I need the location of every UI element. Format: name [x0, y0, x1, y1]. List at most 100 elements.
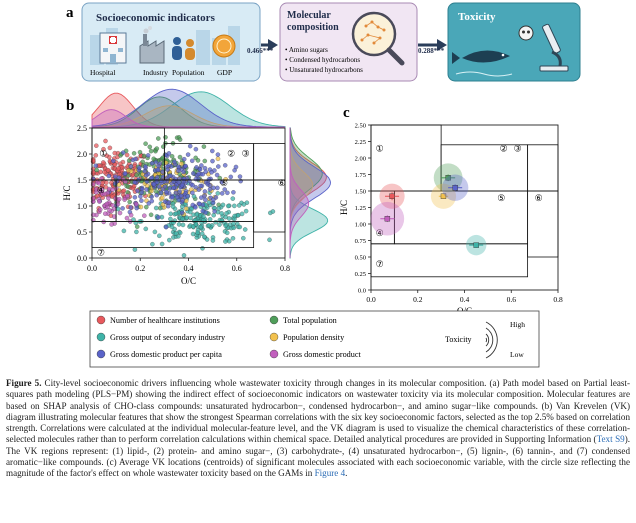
panel-b-point — [215, 156, 221, 162]
panel-c-x-tick-label: 0.4 — [460, 295, 470, 304]
fish-icon — [452, 50, 510, 64]
panel-b-point — [206, 177, 212, 182]
panel-b-point — [116, 166, 121, 171]
panel-b-region-label-4: ④ — [97, 185, 105, 195]
panel-b-point — [201, 144, 207, 149]
panel-b-point — [226, 203, 231, 209]
toxicity-high-label: High — [510, 320, 525, 329]
panel-b-point — [152, 229, 158, 235]
panel-b-point — [188, 209, 193, 215]
toxicity-size-icon — [485, 321, 498, 359]
panel-b-x-tick-label: 0.0 — [87, 264, 97, 273]
panel-c-region-label-1: ① — [376, 143, 384, 153]
panel-b-point — [149, 194, 154, 200]
panel-c-centroid-marker — [452, 184, 458, 191]
toxicity-title: Toxicity — [458, 11, 496, 23]
panel-c-region-label-6: ⑥ — [535, 193, 543, 203]
panel-b-point — [210, 158, 215, 164]
panel-b-point — [166, 203, 171, 209]
panel-b-point — [156, 215, 161, 220]
legend-swatch-4 — [269, 332, 279, 342]
panel-b-point — [171, 185, 176, 191]
caption-text-3: . — [345, 468, 348, 479]
panel-b-point — [116, 175, 122, 180]
panel-b-point — [215, 152, 221, 157]
panel-b-point — [198, 183, 203, 189]
panel-b-point — [145, 153, 151, 158]
panel-b-point — [200, 208, 206, 214]
panel-b-point — [104, 201, 110, 207]
magnifier-icon — [351, 11, 405, 66]
panel-b-point — [126, 184, 131, 190]
caption-figure-label: Figure 5. — [6, 378, 42, 388]
panel-b-point — [157, 233, 162, 239]
panel-c-y-tick-label: 1.25 — [355, 205, 366, 212]
panel-b-point — [159, 241, 165, 247]
panel-c-x-tick-label: 0.8 — [553, 295, 563, 304]
panel-c-region-label-3: ③ — [514, 143, 522, 153]
panel-b-point — [112, 150, 118, 156]
factory-icon — [139, 26, 165, 64]
panel-b-point — [148, 212, 154, 218]
panel-c-y-tick-label: 0.25 — [355, 271, 366, 278]
panel-b-region-label-3: ③ — [242, 149, 250, 159]
panel-b-point — [181, 169, 186, 175]
panel-b-point — [128, 169, 134, 174]
panel-b-point — [156, 136, 161, 141]
caption-link-figure-4[interactable]: Figure 4 — [314, 468, 346, 479]
panel-b-point — [226, 216, 232, 221]
panel-b-top-density-curve — [91, 109, 285, 128]
panel-b-point — [148, 148, 154, 154]
legend-swatch-2 — [269, 315, 279, 325]
toxicity-low-label: Low — [510, 350, 524, 359]
legend-swatch-3 — [96, 332, 106, 342]
panel-b-point — [110, 187, 115, 192]
panel-b-point — [198, 224, 204, 230]
panel-c-label: c — [343, 105, 350, 121]
panel-b-point — [219, 191, 225, 196]
panel-b-point — [143, 141, 148, 146]
panel-b-point — [193, 185, 199, 190]
panel-b-y-tick-label: 0.5 — [77, 228, 87, 237]
panel-b-point — [179, 182, 185, 188]
panel-b-point — [159, 178, 164, 183]
figure-canvas: a Socioeconomic indicators — [62, 2, 581, 368]
toxicity-legend-label: Toxicity — [445, 335, 472, 344]
panel-c-region-label-2: ② — [500, 143, 508, 153]
panel-b-region-label-7: ⑦ — [97, 247, 105, 257]
path-coef-2: 0.288*** — [418, 47, 445, 55]
panel-b-point — [134, 201, 139, 207]
panel-b-point — [224, 211, 229, 216]
legend-label-4: Population density — [283, 333, 345, 342]
panel-b-point — [127, 199, 132, 205]
panel-b-point — [231, 225, 237, 231]
panel-b-point — [210, 148, 215, 154]
panel-b-point — [137, 149, 143, 155]
panel-b-x-tick-label: 0.8 — [280, 264, 290, 273]
panel-b-point — [135, 188, 140, 194]
panel-b-point — [224, 230, 230, 236]
panel-b-point — [177, 154, 183, 160]
panel-b-point — [165, 167, 170, 172]
panel-b-point — [124, 215, 130, 221]
panel-b-point — [193, 176, 199, 182]
panel-b-point — [94, 143, 99, 148]
panel-c-region-label-5: ⑤ — [497, 193, 505, 203]
panel-b-point — [202, 158, 208, 164]
caption-link-text-s9[interactable]: Text S9 — [596, 434, 625, 445]
panel-b-point — [167, 237, 172, 243]
panel-b-x-axis-label: O/C — [181, 276, 196, 286]
panel-b-vk-region-box — [91, 221, 255, 249]
panel-b-point — [137, 165, 142, 170]
panel-b-y-tick-label: 2.5 — [77, 124, 87, 133]
panel-b-region-label-5: ⑤ — [220, 178, 228, 188]
panel-b-point — [207, 183, 213, 188]
panel-b-point — [123, 179, 128, 184]
panel-b-point — [187, 143, 193, 149]
panel-b-point — [128, 205, 133, 210]
panel-b-point — [179, 210, 185, 216]
caption-text-1: City-level socioeconomic drivers influen… — [6, 378, 630, 445]
panel-c-vk-region-box — [370, 243, 529, 278]
panel-b-point — [223, 239, 228, 244]
